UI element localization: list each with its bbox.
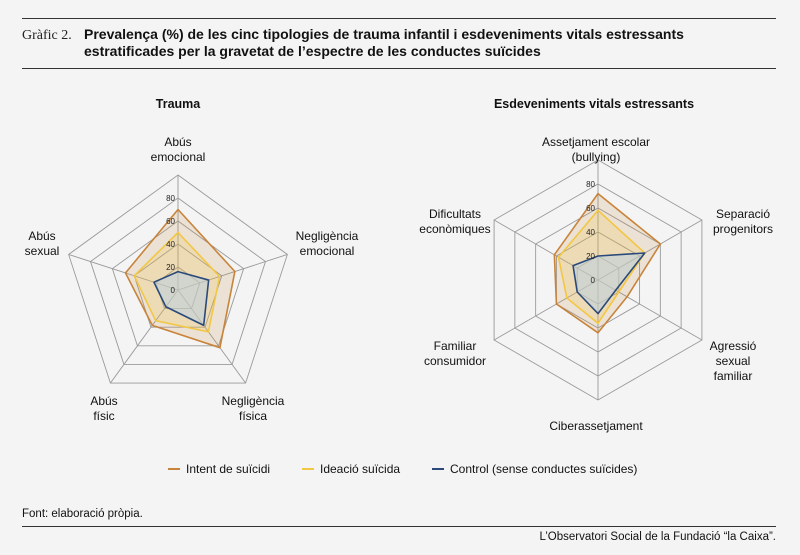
legend-swatch-intent xyxy=(168,468,180,470)
tick-label: 20 xyxy=(586,252,595,261)
tick-label: 80 xyxy=(586,180,595,189)
source-note: Font: elaboració pròpia. xyxy=(22,508,143,520)
grid-ring xyxy=(68,174,288,384)
tick-label: 80 xyxy=(166,194,175,203)
title-rule xyxy=(22,68,776,69)
top-rule xyxy=(22,18,776,19)
legend-label-control: Control (sense conductes suïcides) xyxy=(450,462,638,476)
series-control xyxy=(153,270,210,327)
tick-label: 60 xyxy=(586,204,595,213)
legend: Intent de suïcidi Ideació suïcida Contro… xyxy=(0,462,800,478)
tick-label: 40 xyxy=(586,228,595,237)
tick-label: 0 xyxy=(171,286,176,295)
tick-label: 40 xyxy=(166,240,175,249)
grid-ring xyxy=(89,197,267,365)
chart-title-1: Trauma xyxy=(156,97,202,111)
footer-credit: L’Observatori Social de la Fundació “la … xyxy=(539,531,776,543)
radar-chart-2: Esdeveniments vitals estressants 0 20 40 60 8… xyxy=(419,97,773,433)
tick-label: 60 xyxy=(166,217,175,226)
chart-title-2: Esdeveniments vitals estressants xyxy=(494,97,694,111)
footer-rule xyxy=(22,526,776,527)
grid-ring xyxy=(111,220,245,347)
legend-item-control: Control (sense conductes suïcides) xyxy=(432,462,637,476)
axis-label: Ciberassetjament xyxy=(549,419,643,433)
legend-item-ideacio: Ideació suïcida xyxy=(302,462,400,476)
legend-label-intent: Intent de suïcidi xyxy=(186,462,271,476)
figure-label: Gràfic 2. xyxy=(22,28,72,43)
figure-title: Prevalença (%) de les cinc tipologies de… xyxy=(84,26,684,59)
legend-swatch-ideacio xyxy=(302,468,314,470)
tick-label: 0 xyxy=(591,276,596,285)
axis-label: Assetjament escolar(bullying) xyxy=(542,135,650,164)
legend-item-intent: Intent de suïcidi xyxy=(168,462,270,476)
legend-swatch-control xyxy=(432,468,444,470)
series-control xyxy=(572,252,646,315)
legend-label-ideacio: Ideació suïcida xyxy=(320,462,401,476)
tick-label: 20 xyxy=(166,263,175,272)
